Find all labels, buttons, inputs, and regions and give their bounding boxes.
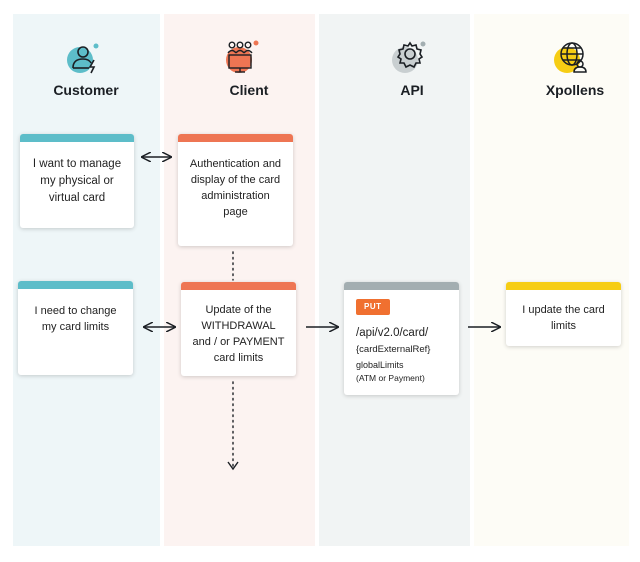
api-path-resource: globalLimits [356, 360, 404, 370]
globe-user-icon [554, 42, 587, 73]
card-text: I update the card limits [522, 304, 605, 332]
card-header-bar [506, 282, 621, 290]
put-method-badge: PUT [356, 299, 390, 315]
api-title: API [400, 82, 424, 98]
dotted-arrowhead [227, 461, 239, 471]
api-lane [319, 14, 470, 546]
api-card-body: PUT /api/v2.0/card/ {cardExternalRef} gl… [344, 290, 459, 384]
card-text: Authentication and display of the card a… [189, 158, 282, 218]
customer-title: Customer [53, 82, 119, 98]
customer-icon [67, 43, 99, 74]
xpollens-update-card: I update the card limits [506, 282, 621, 346]
card-header-bar [344, 282, 459, 290]
customer-limits-card: I need to change my card limits [18, 281, 133, 375]
card-text: I need to change my card limits [34, 305, 117, 333]
card-text: Update of the WITHDRAWAL and / or PAYMEN… [192, 304, 285, 364]
card-header-bar [18, 281, 133, 289]
api-endpoint-card: PUT /api/v2.0/card/ {cardExternalRef} gl… [344, 282, 459, 395]
card-header-bar [20, 134, 134, 142]
api-path-param: {cardExternalRef} [356, 344, 431, 355]
client-team-icon [226, 40, 259, 73]
card-text: I want to manage my physical or virtual … [32, 158, 122, 204]
client-auth-card: Authentication and display of the card a… [178, 134, 293, 246]
gear-icon [392, 41, 426, 73]
client-update-card: Update of the WITHDRAWAL and / or PAYMEN… [181, 282, 296, 376]
client-title: Client [229, 82, 269, 98]
xpollens-lane [474, 14, 629, 546]
customer-manage-card: I want to manage my physical or virtual … [20, 134, 134, 228]
customer-lane [13, 14, 160, 546]
api-note: (ATM or Payment) [356, 373, 425, 383]
xpollens-title: Xpollens [545, 82, 605, 98]
card-header-bar [178, 134, 293, 142]
client-lane [164, 14, 315, 546]
api-path: /api/v2.0/card/ [356, 327, 429, 339]
card-header-bar [181, 282, 296, 290]
